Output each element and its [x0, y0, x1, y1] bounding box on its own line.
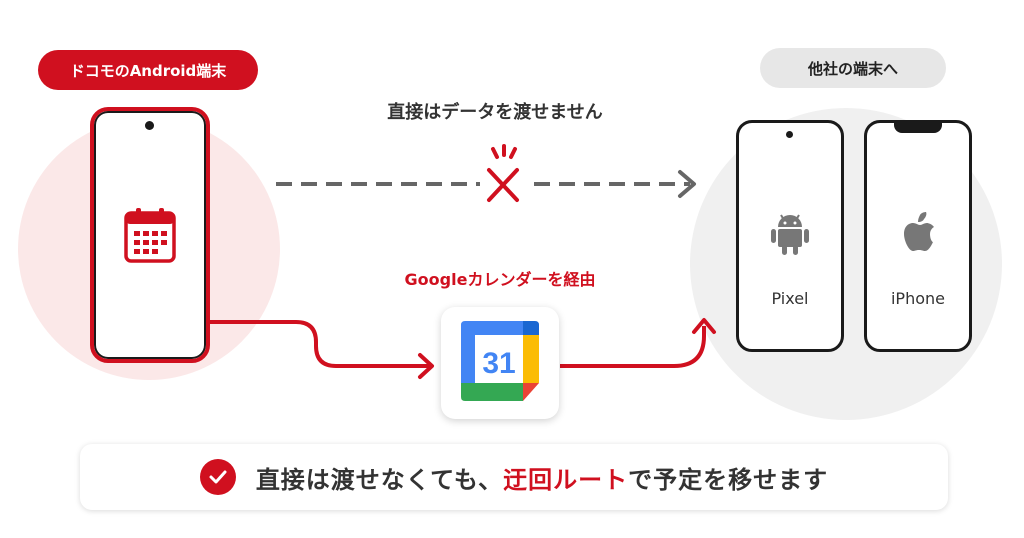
phone-notch-icon: [894, 123, 942, 133]
bottom-message-highlight: 迂回ルート: [503, 465, 629, 494]
bottom-message-box: 直接は渡せなくても、迂回ルートで予定を移せます: [80, 444, 948, 510]
direct-arrowhead: [678, 170, 696, 198]
source-device-pill: ドコモのAndroid端末: [38, 50, 258, 90]
android-icon: [770, 211, 810, 261]
phone-camera-icon: [786, 131, 793, 138]
via-path-left: [206, 320, 430, 368]
via-arrowhead-left: [418, 353, 434, 379]
calendar-day-number: 31: [482, 347, 515, 380]
direct-path-label: 直接はデータを渡せません: [387, 102, 603, 123]
blocked-x-icon: [487, 144, 519, 202]
destination-device-label: 他社の端末へ: [807, 59, 898, 78]
iphone-label: iPhone: [890, 289, 945, 308]
via-path-right: [560, 326, 706, 368]
calendar-icon: [124, 207, 176, 267]
bottom-message-after: で予定を移せます: [628, 465, 829, 494]
phone-camera-icon: [145, 121, 154, 130]
source-phone: [90, 107, 210, 363]
apple-icon: [899, 211, 937, 259]
source-device-label: ドコモのAndroid端末: [69, 61, 227, 80]
via-path-label: Googleカレンダーを経由: [404, 270, 596, 289]
pixel-phone: Pixel: [736, 120, 844, 352]
destination-device-pill: 他社の端末へ: [760, 48, 946, 88]
check-icon: [199, 459, 236, 495]
google-calendar-icon: 31: [441, 307, 559, 419]
pixel-label: Pixel: [771, 289, 809, 308]
bottom-message-before: 直接は渡せなくても、: [255, 465, 504, 494]
bottom-message-text: 直接は渡せなくても、迂回ルートで予定を移せます: [256, 460, 828, 495]
via-arrowhead-right: [692, 318, 716, 334]
iphone-phone: iPhone: [864, 120, 972, 352]
